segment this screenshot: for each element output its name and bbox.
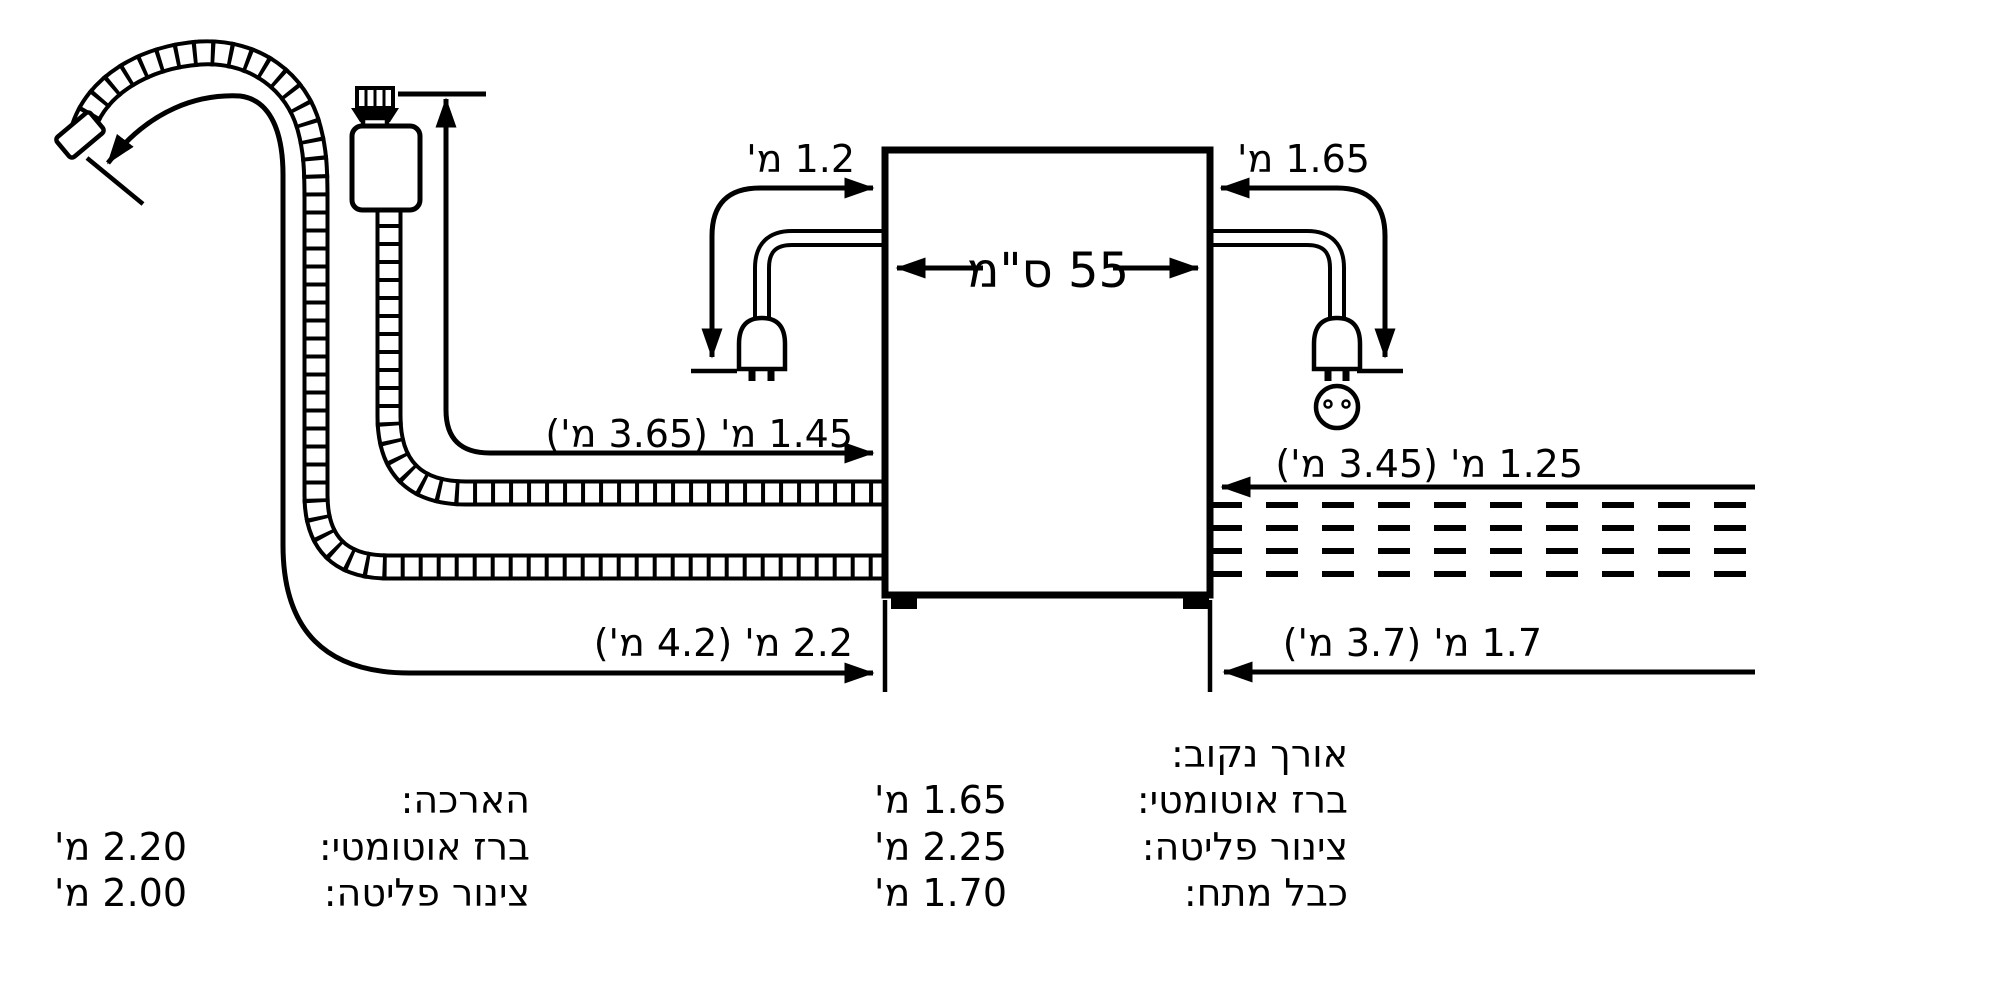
supply-hose-dashed [1210, 502, 1755, 577]
nominal-row-label: צינור פליטה: [1141, 825, 1348, 869]
nominal-row-value: 1.65 מ' [874, 778, 1007, 822]
dimension-label-power-cable-floor: 1.7 מ' (3.7 מ') [1282, 621, 1542, 665]
valve-nut-threads [364, 90, 386, 106]
wall-socket-icon [1313, 383, 1361, 431]
dimension-label-appliance-width: 55 ס"מ [966, 243, 1130, 299]
power-cord-right-dimension-arrow [1219, 177, 1403, 374]
drain-hose-dimension-arrow [85, 93, 875, 684]
nominal-row-label: כבל מתח: [1183, 871, 1348, 915]
nominal-row-label: ברז אוטומטי: [1136, 778, 1348, 822]
dimension-label-drain-hose: 2.2 מ' (4.2 מ') [593, 621, 853, 665]
appliance-foot-right [1183, 596, 1209, 609]
appliance-foot-left [891, 596, 917, 609]
valve-body [349, 123, 423, 213]
drain-hose-end-cap [54, 110, 106, 160]
extension-row-value: 2.00 מ' [54, 871, 187, 915]
plug-prongs [1324, 369, 1350, 381]
dimension-label-power-cord-right: 1.65 מ' [1237, 137, 1370, 181]
extension-row-value: 2.20 מ' [54, 825, 187, 869]
dimension-label-supply-hose: 1.25 מ' (3.45 מ') [1275, 442, 1583, 486]
dimension-label-inlet-hose: 1.45 מ' (3.65 מ') [545, 412, 853, 456]
power-cord-left-dimension-arrow [691, 177, 875, 374]
dimension-label-power-cord-left: 1.2 מ' [746, 137, 855, 181]
extension-row-label: צינור פליטה: [323, 871, 530, 915]
inlet-hose-dimension-arrow [398, 91, 875, 464]
sink-edge-slash [85, 156, 145, 206]
extension-header: הארכה: [400, 778, 530, 822]
nominal-length-header: אורך נקוב: [1171, 732, 1348, 776]
extension-row-label: ברז אוטומטי: [318, 825, 530, 869]
appliance-box [881, 146, 1214, 609]
nominal-row-value: 2.25 מ' [874, 825, 1007, 869]
nominal-row-value: 1.70 מ' [874, 871, 1007, 915]
